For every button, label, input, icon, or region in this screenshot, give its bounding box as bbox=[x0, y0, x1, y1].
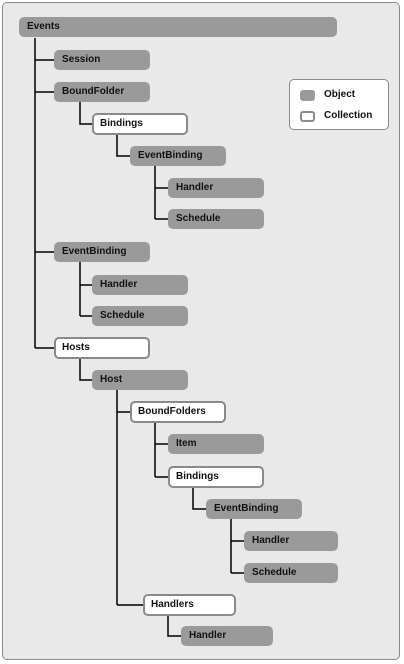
node-handlers: Handlers bbox=[143, 594, 236, 616]
node-session: Session bbox=[54, 50, 150, 70]
node-schedule: Schedule bbox=[168, 209, 264, 229]
object-swatch-icon bbox=[300, 90, 315, 101]
node-schedule: Schedule bbox=[92, 306, 188, 326]
node-host: Host bbox=[92, 370, 188, 390]
node-handler: Handler bbox=[92, 275, 188, 295]
node-handler: Handler bbox=[244, 531, 338, 551]
legend-collection-label: Collection bbox=[324, 110, 373, 121]
legend-object-label: Object bbox=[324, 89, 356, 100]
node-events: Events bbox=[19, 17, 337, 37]
node-item: Item bbox=[168, 434, 264, 454]
node-schedule: Schedule bbox=[244, 563, 338, 583]
collection-swatch-icon bbox=[300, 111, 315, 122]
node-eventbinding: EventBinding bbox=[130, 146, 226, 166]
node-handler: Handler bbox=[168, 178, 264, 198]
node-eventbinding: EventBinding bbox=[206, 499, 302, 519]
node-hosts: Hosts bbox=[54, 337, 150, 359]
node-boundfolders: BoundFolders bbox=[130, 401, 226, 423]
node-bindings: Bindings bbox=[92, 113, 188, 135]
node-eventbinding: EventBinding bbox=[54, 242, 150, 262]
node-boundfolder: BoundFolder bbox=[54, 82, 150, 102]
legend: Object Collection bbox=[289, 79, 389, 130]
node-handler: Handler bbox=[181, 626, 273, 646]
node-bindings: Bindings bbox=[168, 466, 264, 488]
